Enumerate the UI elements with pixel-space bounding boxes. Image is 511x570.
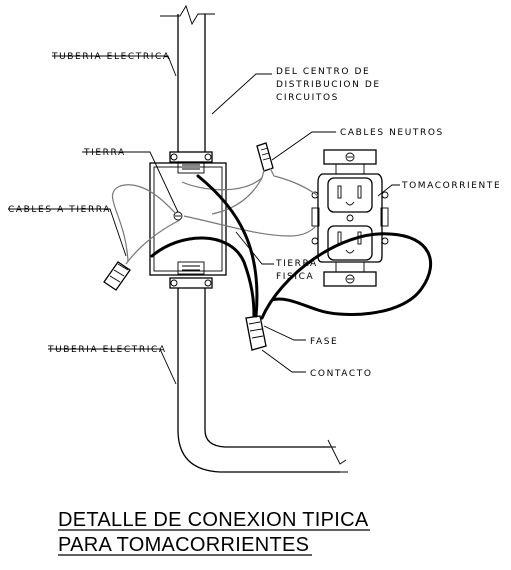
label-cables-neutros: CABLES NEUTROS	[340, 128, 444, 138]
wire-nut-neutral	[256, 142, 275, 179]
label-contacto: CONTACTO	[310, 369, 373, 379]
lower-conduit	[177, 288, 348, 473]
label-tierra: TIERRA	[83, 148, 126, 158]
label-tomacorriente: TOMACORRIENTE	[401, 181, 501, 191]
wire-nut-ground	[103, 261, 131, 291]
label-centro-line1: DEL CENTRO DE	[276, 67, 370, 77]
label-cables-tierra: CABLES A TIERRA	[8, 205, 111, 215]
receptacle	[311, 149, 389, 287]
title-line2: PARA TOMACORRIENTES	[58, 534, 309, 556]
upper-conduit	[160, 4, 215, 152]
leader-lines	[8, 55, 400, 385]
neutral-wires	[181, 175, 319, 215]
label-tierra-fisica-line1: TIERRA	[275, 259, 318, 269]
ground-wires	[111, 184, 317, 265]
label-centro-line3: CIRCUITOS	[276, 93, 339, 103]
label-centro-line2: DISTRIBUCION DE	[276, 80, 381, 90]
junction-box	[149, 151, 227, 289]
label-tuberia-bottom: TUBERIA ELECTRICA	[47, 345, 167, 355]
label-tierra-fisica-line2: FISICA	[276, 272, 314, 282]
label-fase: FASE	[310, 337, 338, 347]
label-tuberia-top: TUBERIA ELECTRICA	[51, 52, 171, 62]
phase-wires	[150, 174, 433, 320]
wire-nut-phase	[245, 315, 267, 351]
title-line1: DETALLE DE CONEXION TIPICA	[58, 509, 369, 531]
